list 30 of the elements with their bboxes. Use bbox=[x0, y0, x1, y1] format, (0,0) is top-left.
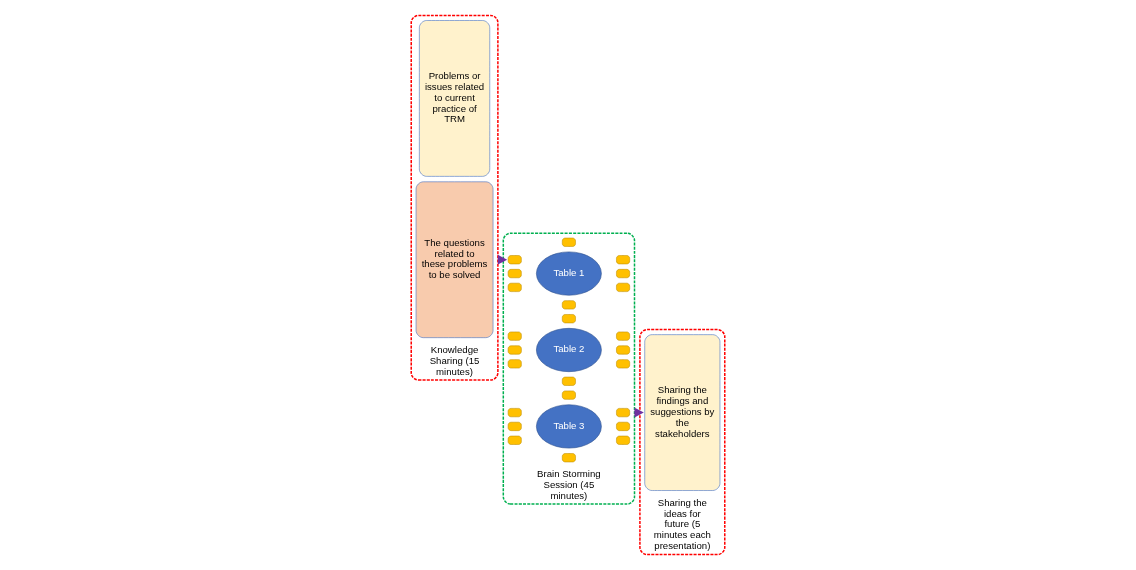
node-box bbox=[507, 408, 522, 418]
node-ellipse: Table 2 bbox=[536, 328, 602, 372]
node-box: Problems or issues related to current practice of TRM bbox=[419, 20, 491, 177]
node-box bbox=[507, 282, 522, 292]
node-box bbox=[507, 345, 522, 355]
node-ellipse: Table 3 bbox=[536, 404, 602, 449]
node-box bbox=[507, 359, 522, 369]
node-box bbox=[616, 408, 630, 418]
node-box bbox=[616, 345, 630, 355]
node-box bbox=[616, 435, 630, 445]
node-box bbox=[507, 255, 522, 265]
node-box bbox=[562, 237, 576, 247]
node-box bbox=[562, 453, 576, 463]
node-box bbox=[507, 269, 522, 279]
node-box bbox=[507, 421, 522, 431]
node-box bbox=[616, 359, 630, 369]
node-box bbox=[616, 331, 630, 341]
node-ellipse: Table 1 bbox=[536, 251, 602, 296]
node-box: The questions related to these problems to be solved bbox=[415, 181, 494, 338]
node-box bbox=[562, 376, 576, 386]
node-box bbox=[507, 435, 522, 445]
node-box bbox=[616, 269, 630, 279]
node-box bbox=[562, 300, 576, 310]
node-box bbox=[562, 314, 576, 324]
node-box bbox=[616, 255, 630, 265]
node-box bbox=[616, 421, 630, 431]
node-box bbox=[562, 390, 576, 400]
node-box: Sharing the findings and suggestions by the stakeholders bbox=[644, 334, 721, 491]
node-box bbox=[507, 331, 522, 341]
node-box bbox=[616, 282, 630, 292]
